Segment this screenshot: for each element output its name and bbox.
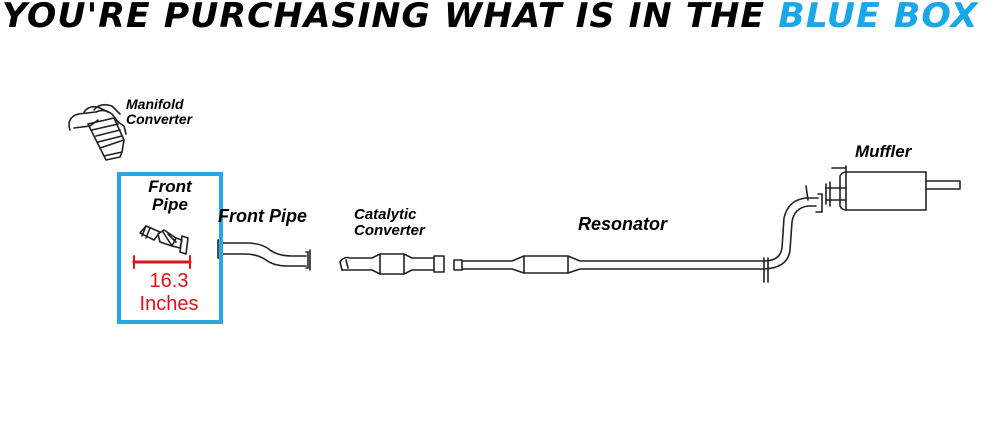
- front-pipe-part[interactable]: [217, 239, 311, 271]
- measurement-label: 16.3 Inches: [124, 270, 214, 316]
- front-pipe-label: Front Pipe: [218, 206, 307, 226]
- manifold-converter-line1: Manifold: [126, 96, 184, 112]
- front-pipe-selected-part[interactable]: [139, 225, 189, 255]
- manifold-converter-part[interactable]: [68, 103, 127, 161]
- muffler-label: Muffler: [855, 142, 912, 161]
- headline-highlight: BLUE BOX: [778, 0, 979, 36]
- measurement-value: 16.3: [149, 270, 189, 292]
- resonator-part[interactable]: [453, 185, 823, 283]
- manifold-converter-line2: Converter: [126, 110, 193, 127]
- selected-part-box: [117, 172, 223, 324]
- catalytic-converter-part[interactable]: [339, 253, 445, 275]
- headline: YOU'RE PURCHASING WHAT IS IN THE BLUE BO…: [2, 0, 1000, 40]
- catalytic-converter-label: Catalytic Converter: [354, 207, 425, 239]
- measurement-line: [132, 255, 192, 269]
- resonator-label: Resonator: [578, 214, 668, 234]
- catalytic-converter-line1: Catalytic: [354, 206, 417, 223]
- muffler-part[interactable]: [825, 165, 961, 211]
- front-pipe-selected-line1: Front: [148, 177, 192, 196]
- front-pipe-selected-line2: Pipe: [152, 194, 188, 214]
- front-pipe-selected-label: Front Pipe: [144, 178, 196, 214]
- manifold-converter-label: Manifold Converter: [126, 97, 192, 126]
- headline-prefix: YOU'RE PURCHASING WHAT IS IN THE: [2, 0, 779, 36]
- measurement-unit: Inches: [139, 293, 199, 315]
- catalytic-converter-line2: Converter: [354, 221, 425, 239]
